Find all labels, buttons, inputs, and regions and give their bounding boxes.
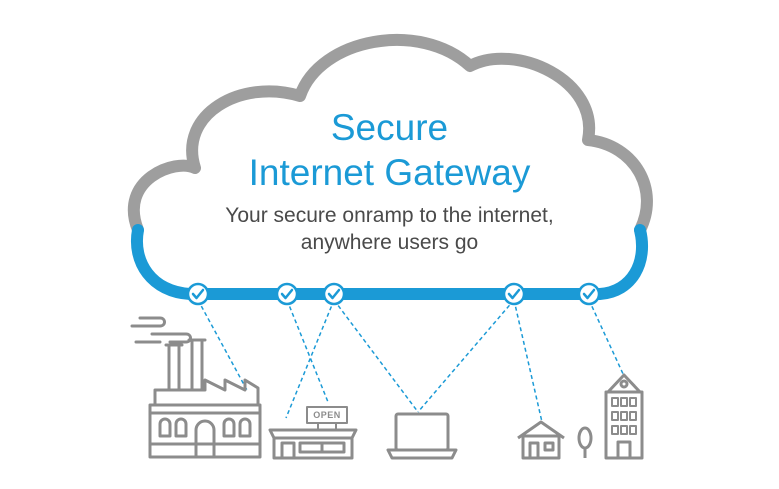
cloud-title-line-1: Secure (330, 107, 449, 148)
connection-shop-2 (285, 299, 335, 419)
shop-open-sign: OPEN (313, 410, 341, 420)
cloud-outline (127, 33, 653, 236)
checkmark-icon (322, 282, 346, 306)
cloud-title-line-2: Internet Gateway (248, 152, 531, 193)
cloud-subtitle-line-1: Your secure onramp to the internet, (225, 204, 554, 227)
factory-icon (130, 316, 262, 459)
cloud-subtitle-line-2: anywhere users go (300, 231, 479, 254)
checkmark-icon (186, 282, 210, 306)
checkmark-icon (502, 282, 526, 306)
laptop-icon (386, 412, 458, 460)
connection-building (588, 299, 625, 377)
connection-shop (286, 299, 329, 403)
connection-house (513, 299, 543, 423)
checkmark-icon (577, 282, 601, 306)
checkmark-icon (275, 282, 299, 306)
house-icon (517, 420, 565, 460)
tree-icon (577, 426, 593, 458)
checkmark-badges (186, 282, 601, 306)
connection-factory (197, 299, 249, 393)
office-building-icon (604, 373, 644, 460)
connection-laptop-a (333, 299, 419, 413)
storefront-icon (268, 406, 358, 460)
connection-laptop-b (417, 299, 515, 413)
connections (197, 299, 625, 423)
